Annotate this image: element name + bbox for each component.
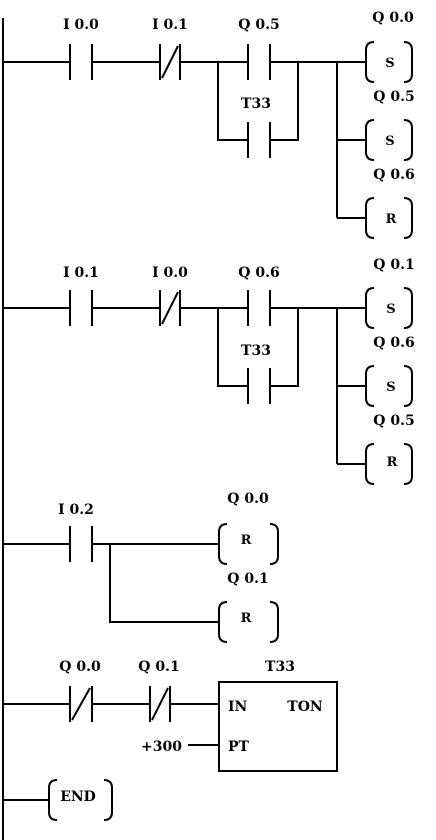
- end-label: END: [60, 789, 96, 805]
- timer-preset: +300: [141, 739, 182, 755]
- contact-i0-2: [69, 526, 93, 562]
- coil-op-q0-5: S: [385, 134, 394, 149]
- coil-label-q0-0: Q 0.0: [372, 10, 414, 26]
- coil-label-q0-1: Q 0.1: [373, 257, 414, 273]
- contact-t33: [247, 368, 271, 404]
- coil-op-q0-6: S: [386, 380, 395, 395]
- contact-i0-1: [69, 290, 93, 326]
- coil-op-q0-0: R: [241, 533, 252, 548]
- timer-type: TON: [287, 699, 323, 715]
- contact-label-i0-1: I 0.1: [63, 265, 99, 281]
- contact-label-q0-1: Q 0.1: [138, 659, 179, 675]
- contact-q0-6: [247, 290, 271, 326]
- coil-label-q0-5: Q 0.5: [373, 89, 414, 105]
- contact-label-t33: T33: [241, 343, 271, 359]
- coil-set-q0-5: [365, 119, 413, 161]
- rung-2: I 0.1 I 0.0 Q 0.6 T33 S Q 0.1 S Q 0.6 R: [3, 257, 415, 485]
- coil-label-q0-1: Q 0.1: [227, 571, 268, 587]
- coil-reset-q0-5: [365, 443, 413, 485]
- rung-4: Q 0.0 Q 0.1 T33 TON IN PT +300: [3, 659, 338, 772]
- contact-label-i0-2: I 0.2: [58, 502, 94, 518]
- coil-reset-q0-6: [365, 197, 413, 239]
- coil-label-q0-5: Q 0.5: [373, 413, 414, 429]
- timer-pt-label: PT: [228, 739, 250, 755]
- contact-label-q0-5: Q 0.5: [238, 17, 279, 33]
- contact-nc-q0-1: [149, 686, 171, 722]
- coil-op-q0-5: R: [387, 455, 398, 470]
- contact-label-q0-0: Q 0.0: [59, 659, 101, 675]
- coil-reset-q0-1: [218, 601, 279, 643]
- contact-nc-i0-1: [159, 44, 181, 80]
- timer-box-t33: [218, 681, 338, 772]
- timer-name: T33: [265, 659, 295, 675]
- coil-reset-q0-0: [218, 523, 279, 565]
- coil-op-q0-6: R: [386, 212, 397, 227]
- timer-in-label: IN: [228, 699, 248, 715]
- coil-set-q0-6: [365, 365, 413, 407]
- coil-label-q0-6: Q 0.6: [373, 335, 414, 351]
- contact-q0-5: [247, 44, 271, 80]
- end-instruction: [48, 779, 113, 821]
- contact-label-i0-0: I 0.0: [152, 265, 188, 281]
- coil-op-q0-1: R: [241, 611, 252, 626]
- contact-label-i0-0: I 0.0: [63, 17, 99, 33]
- coil-set-q0-0: [365, 41, 413, 83]
- coil-set-q0-1: [365, 287, 413, 329]
- contact-i0-0: [69, 44, 93, 80]
- contact-nc-i0-0: [159, 290, 181, 326]
- coil-op-q0-1: S: [386, 302, 395, 317]
- rung-end: END: [3, 779, 113, 821]
- rung-1: I 0.0 I 0.1 Q 0.5 T33 S Q 0.0 S Q 0.5 R: [3, 10, 415, 239]
- rung-3: I 0.2 R Q 0.0 R Q 0.1: [3, 491, 279, 643]
- coil-op-q0-0: S: [385, 56, 394, 71]
- contact-label-t33: T33: [241, 96, 271, 112]
- coil-label-q0-0: Q 0.0: [227, 491, 269, 507]
- coil-label-q0-6: Q 0.6: [373, 167, 414, 183]
- contact-t33: [247, 122, 271, 158]
- contact-label-i0-1: I 0.1: [152, 17, 188, 33]
- contact-nc-q0-0: [69, 686, 93, 722]
- contact-label-q0-6: Q 0.6: [238, 265, 279, 281]
